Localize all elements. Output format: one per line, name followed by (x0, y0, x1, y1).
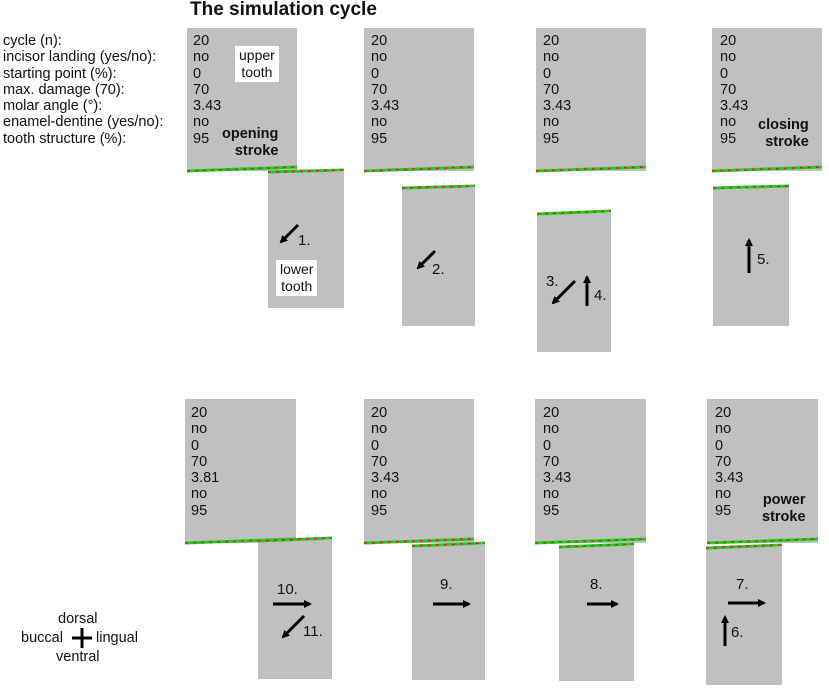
upper-tooth (185, 399, 296, 543)
panel-values: 20 no 0 70 3.43 no 95 (371, 405, 400, 519)
param-label-incisor-landing: incisor landing (yes/no): (3, 49, 157, 66)
step-label-8: 8. (590, 576, 603, 593)
lower-tooth (559, 546, 634, 681)
lower-tooth (706, 547, 782, 685)
panel-values: 20 no 0 70 3.81 no 95 (191, 405, 220, 519)
contact-edge (401, 184, 476, 190)
contact-edge (363, 166, 475, 172)
closing-stroke-label: closing stroke (758, 117, 809, 150)
upper-tooth (364, 28, 474, 171)
contact-edge (705, 543, 783, 550)
step-label-4: 4. (594, 287, 607, 304)
panel-values: 20 no 0 70 3.43 no 95 (371, 33, 400, 147)
step-label-7: 7. (736, 576, 749, 593)
step-label-10: 10. (277, 581, 298, 598)
lower-tooth (258, 540, 332, 679)
step-label-11: 11. (303, 623, 323, 640)
lower-tooth (713, 187, 789, 326)
contact-edge (186, 166, 298, 172)
param-label-molar-angle: molar angle (°): (3, 98, 103, 115)
param-label-enamel-dentine: enamel-dentine (yes/no): (3, 114, 164, 131)
contact-edge (536, 209, 612, 216)
contact-edge (267, 168, 345, 174)
arrow-step-2 (416, 249, 437, 270)
contact-edge (411, 541, 486, 548)
contact-edge (706, 538, 819, 544)
arrow-step-3 (551, 279, 577, 305)
lower-tooth-label: lower tooth (276, 260, 318, 296)
direction-cross-icon (72, 628, 92, 648)
step-label-6: 6. (731, 624, 744, 641)
step-label-1: 1. (298, 232, 311, 249)
contact-edge (363, 538, 475, 544)
compass-dorsal: dorsal (58, 611, 98, 627)
movement-arrows (273, 223, 766, 646)
upper-tooth-label: upper tooth (235, 46, 279, 82)
panel-values: 20 no 0 70 3.43 no 95 (543, 405, 572, 519)
contact-edge (257, 536, 333, 543)
param-label-starting-point: starting point (%): (3, 65, 117, 82)
arrow-step-1 (279, 223, 300, 244)
compass-buccal: buccal (21, 630, 63, 646)
compass-ventral: ventral (56, 649, 100, 665)
panel-values: 20 no 0 70 3.43 no 95 (715, 405, 744, 519)
step-label-3: 3. (546, 273, 559, 290)
panel-values: 20 no 0 70 3.43 no 95 (543, 33, 572, 147)
upper-tooth (536, 28, 646, 171)
upper-tooth (535, 399, 646, 543)
upper-tooth (712, 28, 822, 171)
upper-tooth (707, 399, 818, 543)
contact-edge (711, 166, 823, 172)
contact-edges-bottom (184, 536, 819, 550)
panel-values: 20 no 0 70 3.43 no 95 (193, 33, 222, 147)
param-label-max-damage: max. damage (70): (3, 81, 125, 98)
opening-stroke-label: opening stroke (222, 126, 279, 159)
panel-values: 20 no 0 70 3.43 no 95 (720, 33, 749, 147)
contact-edge (534, 538, 647, 544)
arrow-step-11 (281, 614, 306, 639)
upper-tooth (364, 399, 474, 543)
step-label-5: 5. (757, 251, 770, 268)
parameter-labels: cycle (n): incisor landing (yes/no): sta… (3, 33, 163, 147)
param-label-cycle: cycle (n): (3, 33, 62, 49)
step-label-9: 9. (440, 576, 453, 593)
contact-edge (712, 184, 790, 190)
compass-lingual: lingual (96, 630, 138, 646)
contact-edge (535, 166, 647, 172)
lower-tooth (412, 545, 485, 680)
page-title: The simulation cycle (190, 0, 377, 20)
param-label-tooth-structure: tooth structure (%): (3, 130, 127, 147)
lower-tooth (402, 188, 475, 326)
power-stroke-label: power stroke (762, 492, 806, 525)
contact-edge (558, 542, 635, 549)
contact-edge (184, 538, 297, 544)
contact-edges-top (186, 165, 823, 216)
step-label-2: 2. (432, 261, 445, 278)
